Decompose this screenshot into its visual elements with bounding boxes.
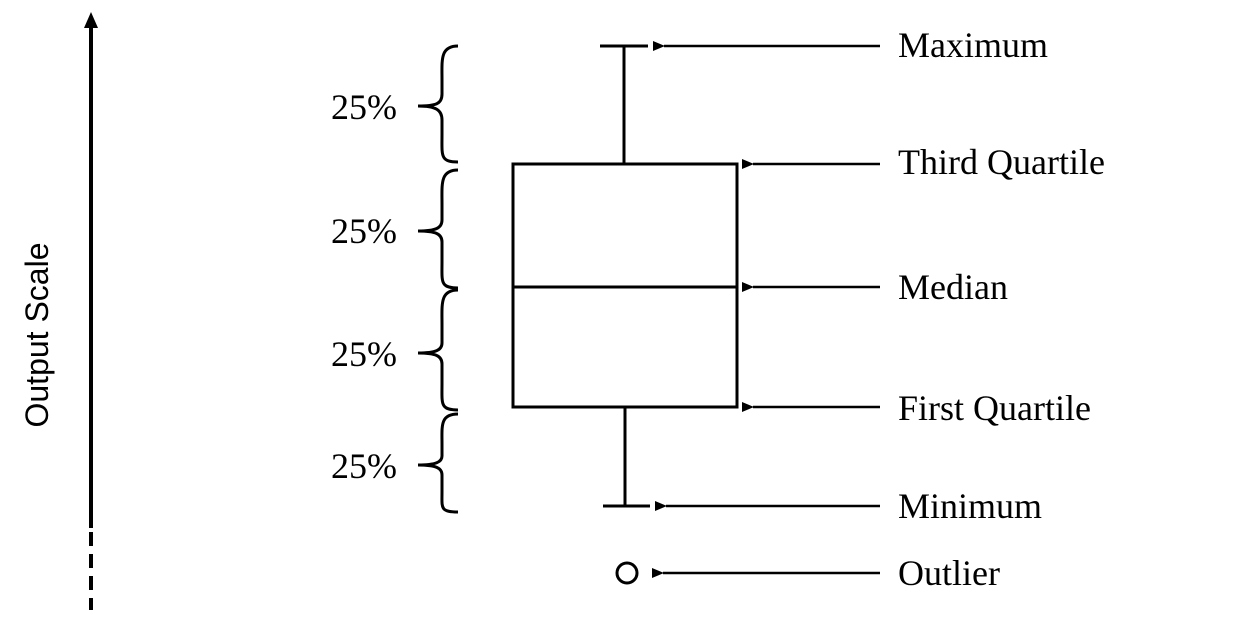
brace-lower-middle — [417, 288, 459, 412]
output-scale-axis — [84, 12, 98, 610]
axis-label: Output Scale — [19, 243, 55, 428]
percent-label-lower-middle: 25% — [331, 334, 397, 374]
percent-label-bottom: 25% — [331, 446, 397, 486]
label-median: Median — [898, 267, 1008, 307]
brace-upper-middle — [417, 168, 459, 290]
quartile-braces — [417, 44, 459, 514]
percent-label-upper-middle: 25% — [331, 211, 397, 251]
brace-bottom — [417, 412, 459, 514]
brace-top — [417, 44, 459, 164]
percent-label-top: 25% — [331, 87, 397, 127]
axis-arrow-icon — [84, 12, 98, 28]
label-outlier: Outlier — [898, 553, 1000, 593]
callout-arrows — [652, 41, 880, 578]
label-minimum: Minimum — [898, 486, 1042, 526]
label-first-quartile: First Quartile — [898, 388, 1091, 428]
label-third-quartile: Third Quartile — [898, 142, 1105, 182]
box-plot — [511, 44, 739, 585]
label-maximum: Maximum — [898, 25, 1048, 65]
outlier-point — [615, 561, 639, 585]
